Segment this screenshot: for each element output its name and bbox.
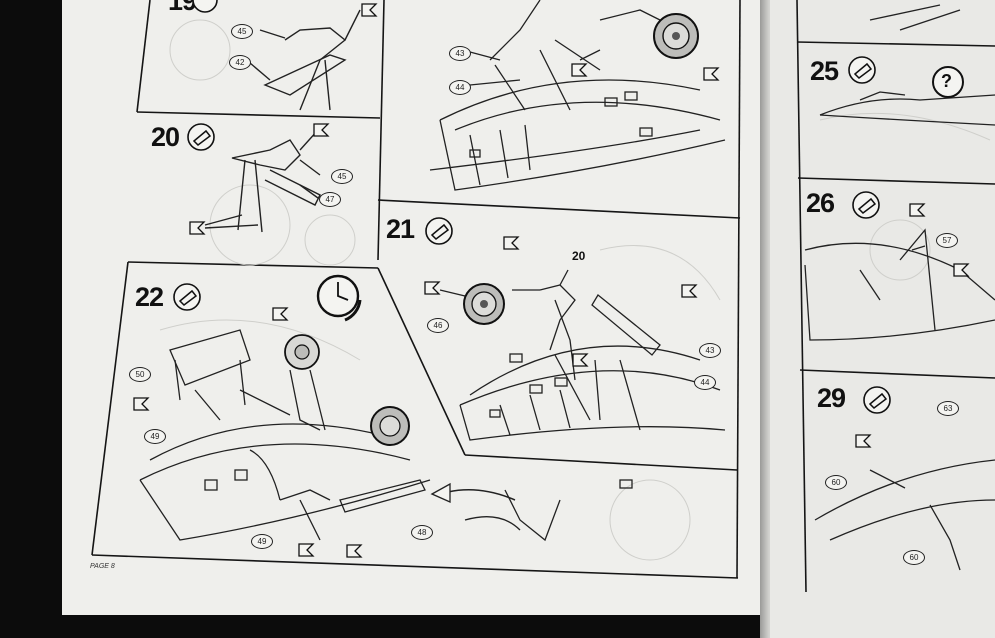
step22-drawing [139,329,561,542]
part-callout: 60 [825,475,847,490]
step-29-number: 29 [817,383,846,413]
arrow-head-icon [430,482,451,504]
decal-flag-icon [571,63,588,77]
decal-flag-icon [272,307,289,321]
glue-icon [173,283,201,311]
part-callout: 63 [937,401,959,416]
step21-wheel [463,283,505,325]
part-callout: 49 [144,429,166,444]
arrow-icon [447,489,516,501]
fuselage-top-drawing [429,0,726,191]
sub-step-callout: 20 [572,249,586,263]
part-callout: 45 [331,169,353,184]
decal-flag-icon [133,397,150,411]
top-wheel-drawing [653,13,699,59]
decal-flag-icon [298,543,315,557]
step-20-number: 20 [151,122,180,152]
question-mark-label: ? [941,71,952,91]
part-callout: 48 [411,525,433,540]
right-instruction-page [770,0,995,638]
part-callout: 43 [699,343,721,358]
decal-flag-icon [953,263,970,277]
part-callout: 50 [129,367,151,382]
decal-flag-icon [189,221,206,235]
glue-icon [863,386,891,414]
step21-drawing [439,269,726,489]
glue-icon [425,217,453,245]
part-callout: 44 [694,375,716,390]
decal-flag-icon [909,203,926,217]
step20-drawing [204,129,321,233]
decal-flag-icon [424,281,441,295]
part-callout: 57 [936,233,958,248]
part-callout: 45 [231,24,253,39]
decal-flag-icon [703,67,720,81]
part-callout: 47 [319,192,341,207]
question-icon [932,66,964,98]
decal-flag-icon [681,284,698,298]
step19-drawing [249,9,361,111]
part-callout: 49 [251,534,273,549]
step22-wheels [284,334,410,446]
print-through [159,19,991,561]
decal-flag-icon [346,544,363,558]
glue-icon [852,191,880,219]
step-22-number: 22 [135,282,164,312]
decal-flag-icon [572,353,589,367]
part-callout: 44 [449,80,471,95]
clock-icon [316,274,362,322]
decal-flag-icon [855,434,872,448]
step-26-number: 26 [806,188,835,218]
step-25-number: 25 [810,56,839,86]
glue-icon [848,56,876,84]
part-callout: 46 [427,318,449,333]
glue-icon [187,123,215,151]
part-callout: 43 [449,46,471,61]
part-callout: 42 [229,55,251,70]
step-19-number: 19 [168,0,197,16]
step-21-number: 21 [386,214,415,244]
glue-icon [192,0,218,13]
page-number-footer: PAGE 8 [90,563,115,570]
decal-flag-icon [361,3,378,17]
decal-flag-icon [503,236,520,250]
right-page-drawings [804,4,995,571]
part-callout: 60 [903,550,925,565]
decal-flag-icon [313,123,330,137]
